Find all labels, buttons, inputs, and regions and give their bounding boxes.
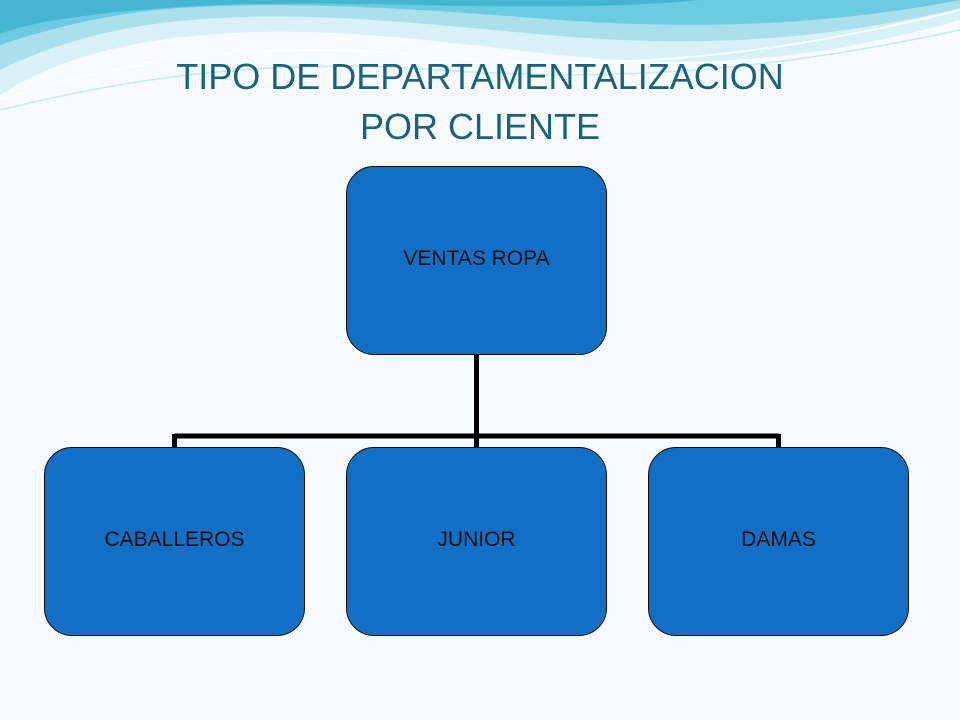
- org-node-caballeros: CABALLEROS: [44, 447, 305, 636]
- org-node-label: VENTAS ROPA: [403, 247, 550, 270]
- org-node-ventas-ropa: VENTAS ROPA: [346, 166, 607, 355]
- org-node-label: CABALLEROS: [104, 528, 245, 551]
- slide-title: TIPO DE DEPARTAMENTALIZACION POR CLIENTE: [0, 52, 960, 152]
- org-node-label: DAMAS: [741, 528, 816, 551]
- header-wave-decoration: [0, 0, 960, 111]
- org-node-damas: DAMAS: [648, 447, 909, 636]
- org-node-label: JUNIOR: [437, 528, 516, 551]
- org-node-junior: JUNIOR: [346, 447, 607, 636]
- slide-title-line2: POR CLIENTE: [359, 106, 601, 147]
- slide-title-line1: TIPO DE DEPARTAMENTALIZACION: [176, 56, 784, 97]
